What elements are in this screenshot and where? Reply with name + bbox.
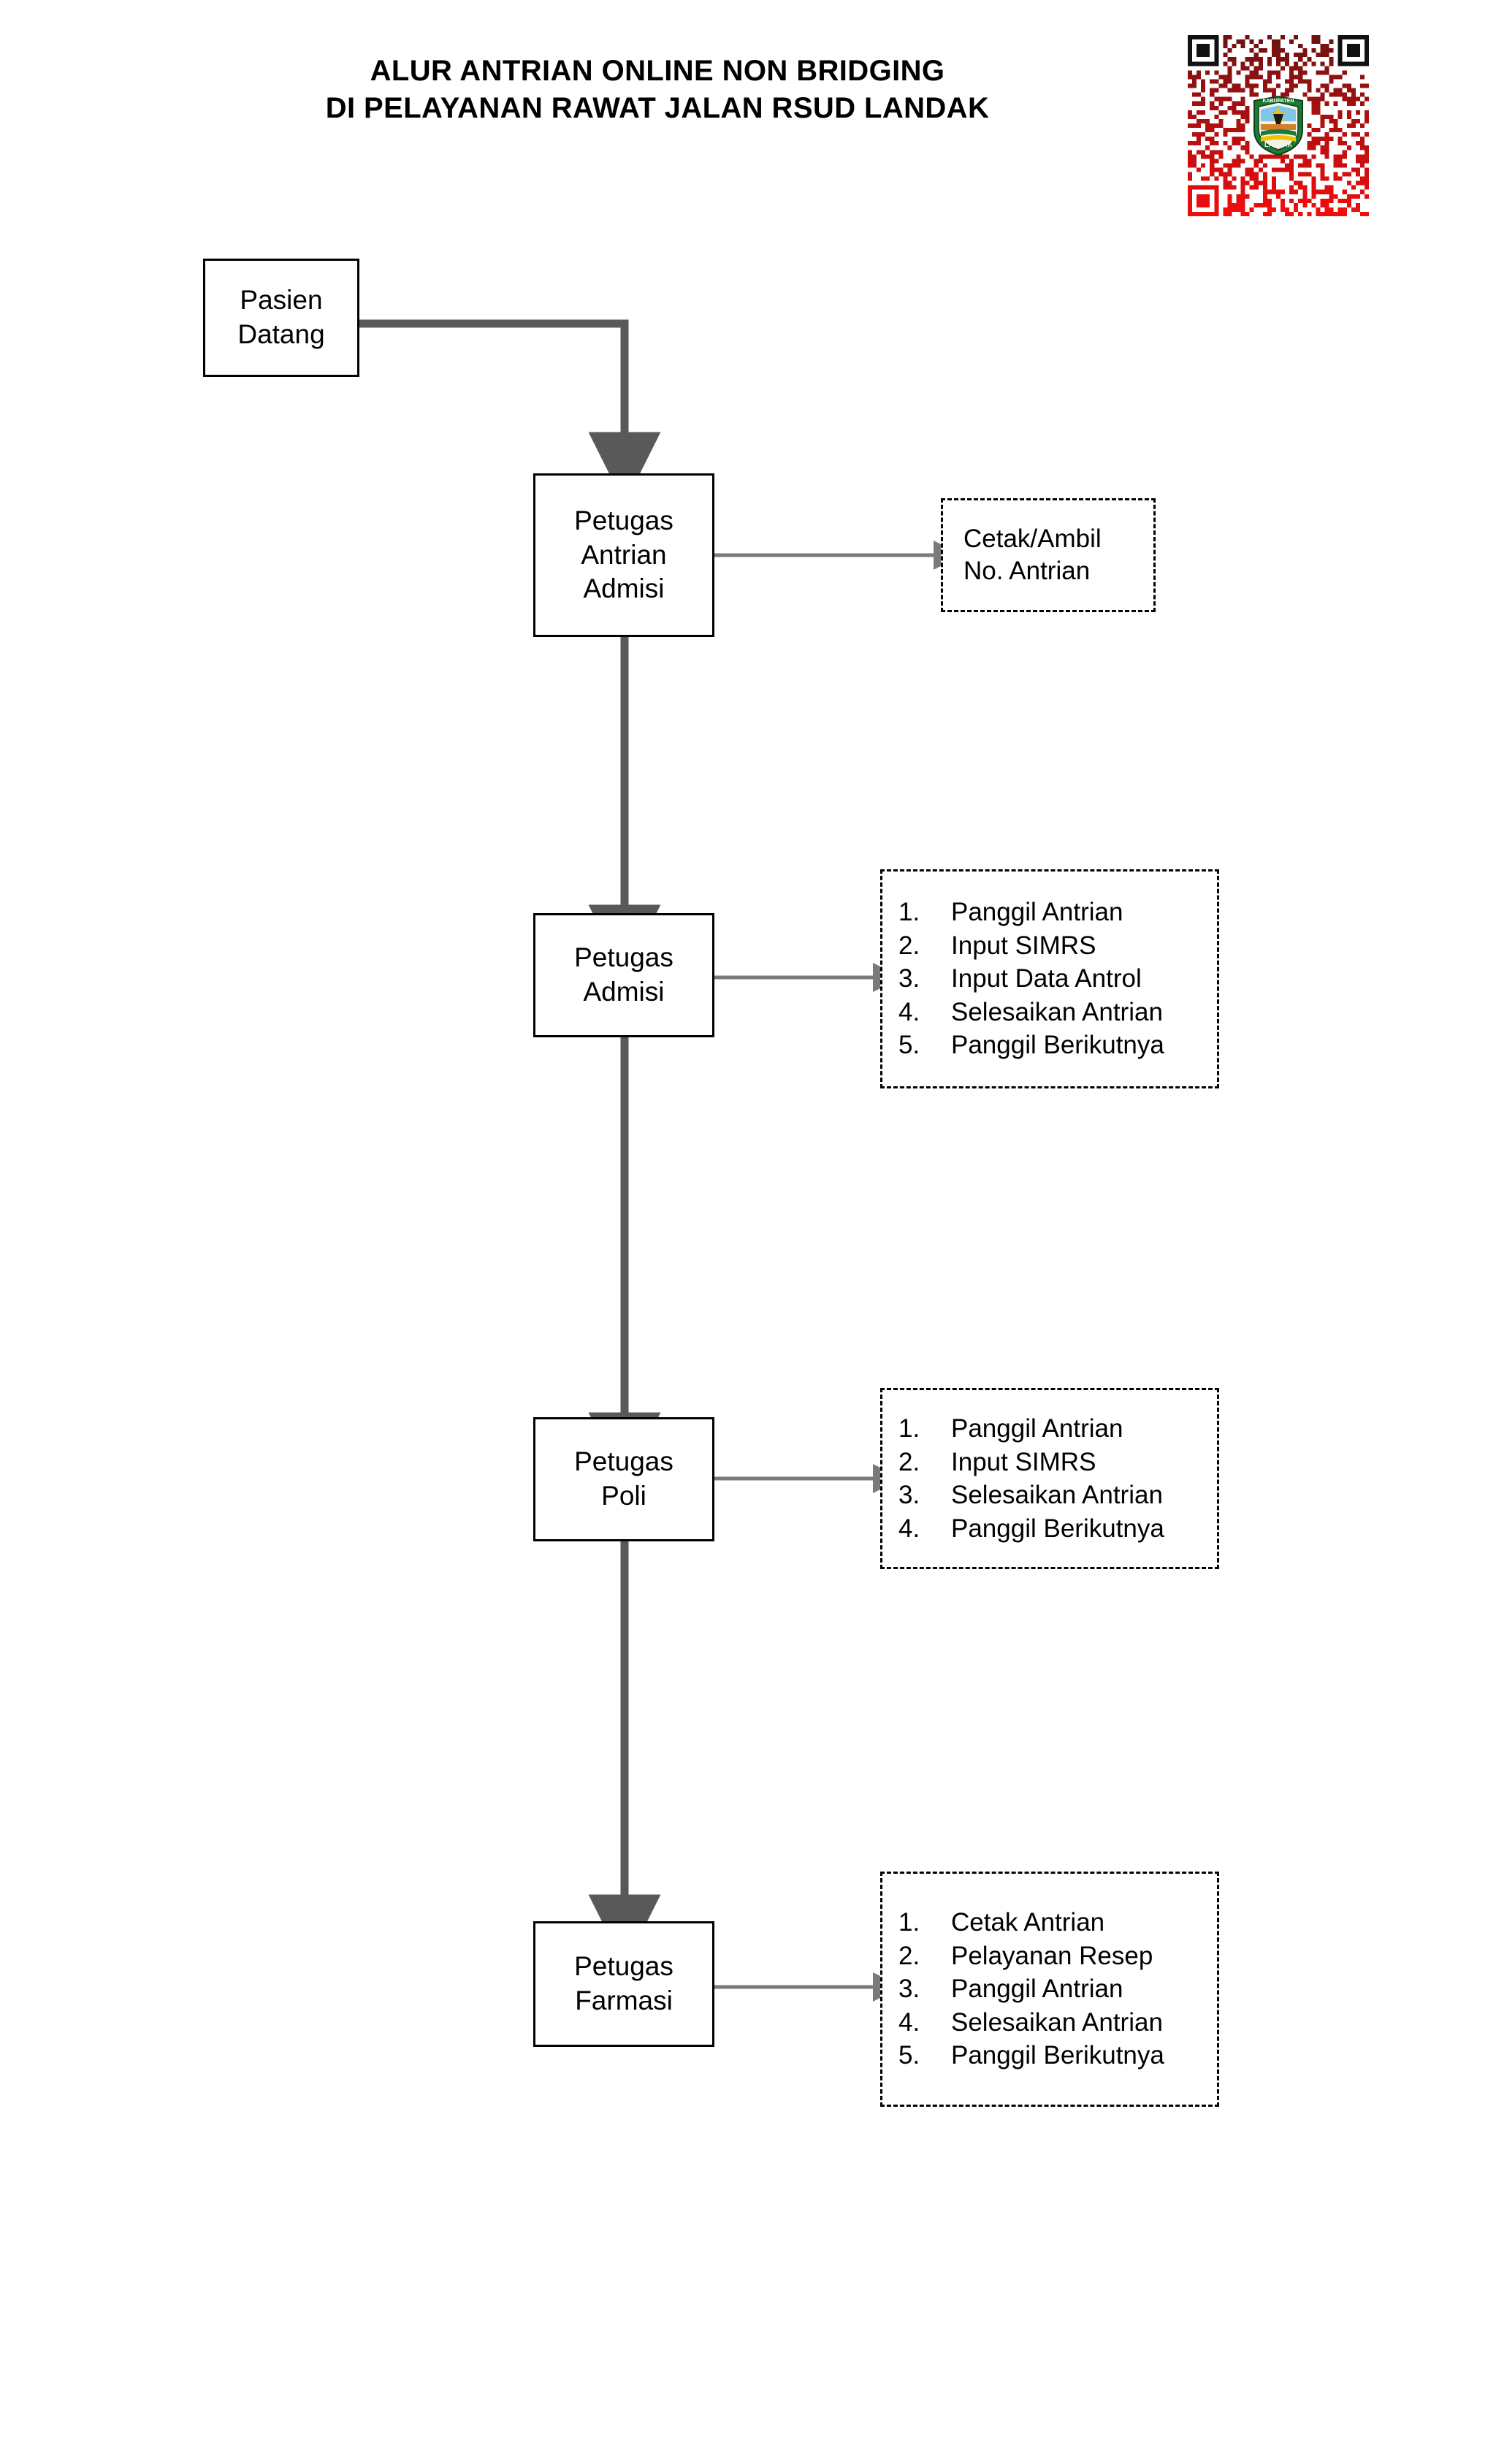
note-admisi-steps: 1. Panggil Antrian 2. Input SIMRS 3. Inp… — [880, 869, 1219, 1088]
note-farmasi-list: 1. Cetak Antrian 2. Pelayanan Resep 3. P… — [882, 1906, 1217, 2072]
list-item-number: 1. — [898, 898, 920, 927]
connector-pasien-to-antrian-admisi — [359, 319, 661, 505]
note-line: Cetak/Ambil — [963, 524, 1102, 553]
list-item-label: Cetak Antrian — [951, 1908, 1105, 1937]
note-text-block: Cetak/Ambil No. Antrian — [943, 523, 1153, 588]
list-item-number: 1. — [898, 1414, 920, 1443]
page-title: ALUR ANTRIAN ONLINE NON BRIDGING DI PELA… — [197, 53, 1118, 127]
list-item: 3. Panggil Antrian — [898, 1972, 1217, 2006]
list-item-label: Input SIMRS — [951, 1447, 1096, 1476]
list-item: 2. Input SIMRS — [898, 929, 1217, 963]
list-item-label: Input Data Antrol — [951, 964, 1142, 993]
node-pasien-datang[interactable]: Pasien Datang — [203, 259, 359, 377]
qr-code[interactable]: KABUPATEN LANDAK — [1188, 35, 1369, 216]
node-line: Petugas — [574, 942, 673, 973]
note-poli-list: 1. Panggil Antrian 2. Input SIMRS 3. Sel… — [882, 1412, 1217, 1545]
list-item-number: 3. — [898, 964, 920, 993]
list-item-label: Panggil Berikutnya — [951, 1514, 1164, 1543]
node-line: Pasien — [240, 285, 323, 316]
emblem-top-text: KABUPATEN — [1263, 99, 1294, 104]
note-farmasi-steps: 1. Cetak Antrian 2. Pelayanan Resep 3. P… — [880, 1872, 1219, 2107]
list-item-number: 2. — [898, 931, 920, 960]
list-item: 5. Panggil Berikutnya — [898, 2039, 1217, 2072]
node-line: Petugas — [574, 1951, 673, 1982]
list-item-number: 3. — [898, 1481, 920, 1509]
list-item-number: 5. — [898, 1031, 920, 1060]
list-item-label: Panggil Antrian — [951, 898, 1123, 927]
list-item-label: Selesaikan Antrian — [951, 997, 1163, 1026]
note-poli-steps: 1. Panggil Antrian 2. Input SIMRS 3. Sel… — [880, 1388, 1219, 1569]
node-petugas-admisi[interactable]: Petugas Admisi — [533, 913, 714, 1037]
note-line: No. Antrian — [963, 557, 1091, 585]
node-line: Petugas — [574, 1446, 673, 1477]
list-item: 2. Pelayanan Resep — [898, 1939, 1217, 1973]
list-item: 5. Panggil Berikutnya — [898, 1029, 1217, 1062]
node-line: Datang — [237, 319, 325, 349]
node-line: Admisi — [583, 977, 665, 1007]
list-item-label: Panggil Antrian — [951, 1975, 1123, 2004]
node-line: Admisi — [583, 573, 665, 604]
node-petugas-farmasi[interactable]: Petugas Farmasi — [533, 1921, 714, 2047]
node-line: Antrian — [581, 539, 667, 570]
list-item-label: Panggil Berikutnya — [951, 1031, 1164, 1060]
list-item-number: 4. — [898, 2007, 920, 2037]
list-item-number: 4. — [898, 1514, 920, 1543]
list-item: 3. Input Data Antrol — [898, 962, 1217, 996]
list-item: 1. Cetak Antrian — [898, 1906, 1217, 1939]
list-item-number: 4. — [898, 997, 920, 1026]
list-item: 4. Selesaikan Antrian — [898, 996, 1217, 1029]
node-line: Poli — [601, 1481, 646, 1511]
list-item-label: Selesaikan Antrian — [951, 1481, 1163, 1509]
node-line: Petugas — [574, 506, 673, 536]
list-item: 3. Selesaikan Antrian — [898, 1479, 1217, 1512]
node-petugas-poli[interactable]: Petugas Poli — [533, 1417, 714, 1541]
list-item-label: Pelayanan Resep — [951, 1941, 1153, 1970]
note-cetak-ambil-no-antrian: Cetak/Ambil No. Antrian — [941, 498, 1156, 612]
list-item-label: Panggil Antrian — [951, 1414, 1123, 1443]
list-item: 4. Panggil Berikutnya — [898, 1512, 1217, 1546]
node-petugas-antrian-admisi[interactable]: Petugas Antrian Admisi — [533, 473, 714, 637]
emblem-bottom-text: LANDAK — [1264, 141, 1292, 148]
list-item-label: Input SIMRS — [951, 931, 1096, 960]
list-item-number: 2. — [898, 1447, 920, 1476]
list-item-number: 5. — [898, 2041, 920, 2070]
landak-regency-emblem-icon: KABUPATEN LANDAK — [1253, 95, 1303, 156]
title-line-1: ALUR ANTRIAN ONLINE NON BRIDGING — [370, 55, 945, 87]
list-item: 2. Input SIMRS — [898, 1446, 1217, 1479]
list-item: 4. Selesaikan Antrian — [898, 2006, 1217, 2040]
list-item-number: 2. — [898, 1941, 920, 1970]
list-item-number: 1. — [898, 1908, 920, 1937]
list-item-number: 3. — [898, 1975, 920, 2004]
node-line: Farmasi — [575, 1986, 673, 2015]
note-admisi-list: 1. Panggil Antrian 2. Input SIMRS 3. Inp… — [882, 896, 1217, 1062]
list-item: 1. Panggil Antrian — [898, 896, 1217, 929]
title-line-2: DI PELAYANAN RAWAT JALAN RSUD LANDAK — [325, 92, 990, 125]
list-item-label: Panggil Berikutnya — [951, 2041, 1164, 2070]
list-item-label: Selesaikan Antrian — [951, 2007, 1163, 2037]
list-item: 1. Panggil Antrian — [898, 1412, 1217, 1446]
